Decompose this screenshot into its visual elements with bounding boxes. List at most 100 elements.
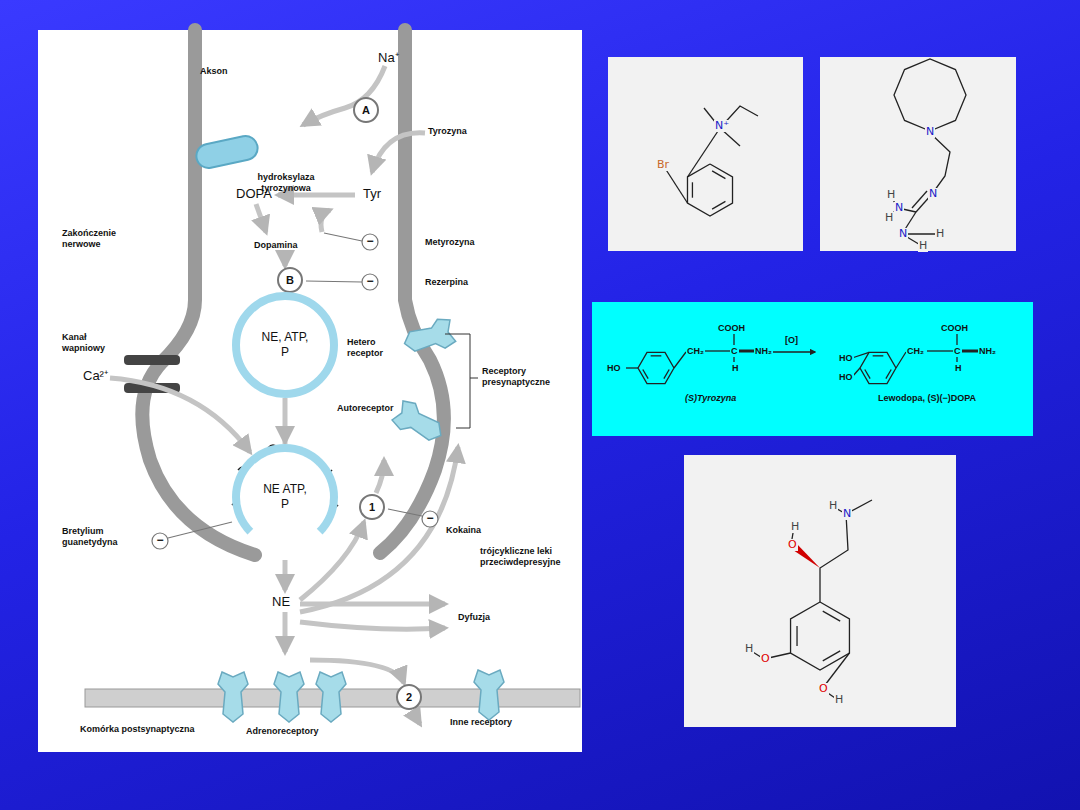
part-label: Inne receptory (450, 717, 512, 728)
bond (712, 171, 725, 179)
part-label: Dyfuzja (458, 612, 490, 623)
part-label: Metyrozyna (425, 237, 475, 248)
atom-label: H (790, 521, 800, 533)
flow-arrow-part (303, 66, 385, 125)
inhibition-sign: − (365, 274, 375, 288)
atom-label: NH₂ (754, 345, 773, 357)
atom-label: H (886, 189, 896, 201)
bond (651, 355, 662, 356)
callout-circle: B (277, 267, 303, 293)
inhibition-line-part (362, 274, 378, 290)
atom-label: O (787, 539, 798, 551)
vesicle: NE, ATP, P (232, 292, 338, 398)
bond (674, 352, 686, 368)
bond (643, 369, 648, 378)
node-text: 2 (406, 691, 412, 703)
atom-label: N (928, 188, 938, 200)
bond (823, 611, 840, 621)
receptor-part (390, 397, 448, 448)
callout-circle: A (353, 97, 379, 123)
callout-circle: 2 (396, 684, 422, 710)
atom-label: N⁺ (714, 120, 730, 132)
bond (823, 651, 840, 661)
atom-label: Br (656, 159, 670, 171)
bond (852, 352, 869, 358)
bond (712, 201, 725, 209)
inhibition-line-part (362, 234, 378, 250)
atom-label: H (744, 643, 754, 655)
node-text: 1 (369, 501, 375, 513)
bond (865, 369, 870, 378)
panels-part (684, 455, 956, 727)
inhibition-line (152, 233, 438, 549)
bond (687, 164, 732, 216)
callout-circle: 1 (359, 494, 385, 520)
node-text: NE ATP, P (259, 482, 311, 512)
chemical-structure (626, 59, 978, 700)
node-text: B (286, 274, 294, 286)
atom-label: [O] (784, 334, 799, 346)
atom-label: H (954, 362, 963, 374)
bond (705, 350, 730, 351)
bond (791, 602, 850, 670)
atom-label: CH₂ (686, 345, 705, 357)
atom-label: H (828, 500, 838, 512)
bond (638, 352, 674, 383)
atom-label: O (760, 653, 771, 665)
part-label: Komórka postsynaptyczna (80, 724, 195, 735)
atom-label: Lewodopa, (S)(−)DOPA (877, 392, 977, 404)
mitochondrion (194, 134, 260, 170)
part-label: Kanał wapniowy (62, 332, 117, 354)
part-label: DOPA (236, 186, 272, 202)
atom-label: NH₂ (978, 345, 997, 357)
node-text: A (362, 104, 370, 116)
bond (820, 500, 872, 602)
atom-label: N (898, 228, 908, 240)
atom-label: O (818, 683, 829, 695)
part-label: NE (272, 594, 290, 610)
atom-label: C (730, 345, 739, 357)
bond (692, 182, 693, 197)
part-label: Hetero receptor (347, 337, 397, 359)
bracket-part (470, 378, 478, 379)
inhibition-line-part (168, 522, 232, 538)
atom-label: H (935, 228, 945, 240)
inhibition-sign: − (365, 234, 375, 248)
panels-part (38, 30, 582, 752)
panels (38, 30, 1033, 752)
part-label: Rezerpina (425, 277, 468, 288)
inhibition-line-part (422, 511, 438, 527)
bond (886, 369, 891, 378)
part-label: Receptory presynaptyczne (482, 366, 574, 388)
inhibition-line-part (388, 509, 422, 516)
atom-label: H (834, 694, 844, 706)
part-label: Dopamina (254, 240, 298, 251)
panels-part (608, 57, 803, 251)
atom-label: HO (838, 352, 854, 364)
atom-label: COOH (717, 322, 746, 334)
bond (894, 59, 966, 131)
part-label: Tyrozyna (428, 126, 467, 137)
atom-label: HO (606, 362, 622, 374)
receptor-part (316, 672, 346, 722)
bond (664, 369, 669, 378)
atom-label: H (918, 240, 928, 252)
flow-arrow-part (300, 602, 445, 607)
bracket (445, 334, 478, 428)
bond (772, 351, 815, 352)
atom-label: N (925, 126, 935, 138)
inhibition-sign: − (425, 511, 435, 525)
mitochondrion-part (194, 134, 260, 170)
flow-arrow-part (278, 193, 355, 198)
flow-arrow-part (376, 460, 384, 493)
calcium-channel-part (124, 355, 180, 365)
flow-arrow-part (110, 378, 250, 452)
part-label: trójcykliczne leki przeciwdepresyjne (480, 546, 580, 568)
atom-label: N (842, 508, 852, 520)
receptor-part (474, 670, 504, 720)
bond (896, 352, 906, 368)
inhibition-sign: − (155, 533, 165, 547)
flow-arrow-part (256, 204, 266, 232)
flow-arrow-part (283, 254, 288, 266)
